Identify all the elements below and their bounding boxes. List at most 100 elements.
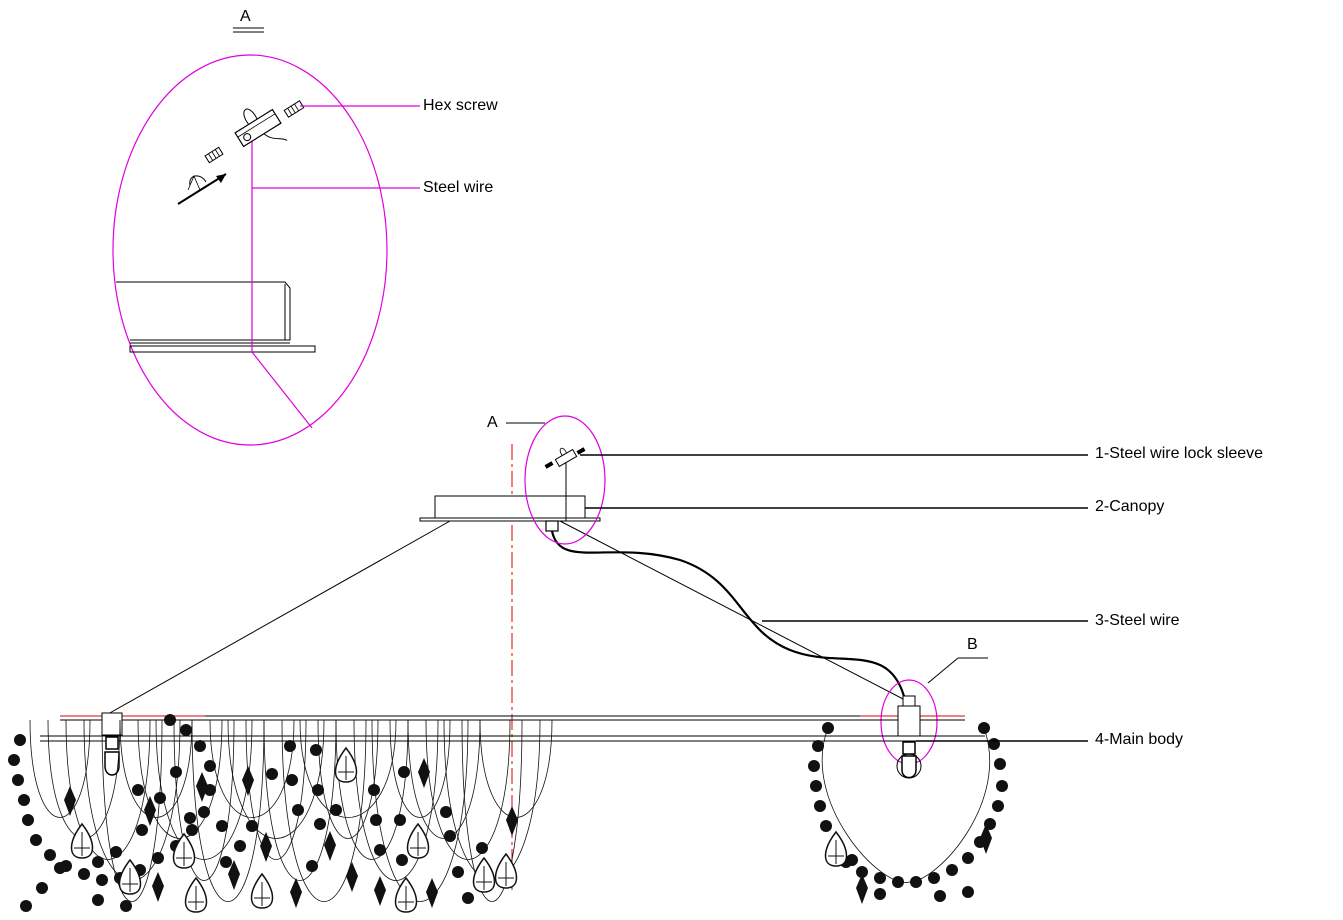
crystal-bead — [284, 740, 296, 752]
part-1-label: 1-Steel wire lock sleeve — [1095, 445, 1264, 462]
lamp-holder-right — [896, 695, 922, 779]
crystal-bead — [820, 820, 832, 832]
lock-sleeve-screw-1 — [576, 447, 586, 455]
crystal-prism — [346, 862, 358, 892]
canopy-connector — [545, 520, 559, 532]
part-4-label: 4-Main body — [1095, 731, 1184, 748]
crystal-strand — [29, 719, 91, 818]
detail-canopy-section — [116, 281, 291, 341]
crystal-prism — [228, 860, 240, 890]
steel-wire-right — [559, 520, 906, 701]
crystal-garland-right — [808, 722, 1008, 904]
crystal-strand — [191, 719, 265, 902]
crystal-bead — [180, 724, 192, 736]
crystal-bead — [92, 856, 104, 868]
crystal-strand — [101, 719, 163, 902]
crystal-prism — [196, 772, 208, 802]
crystal-bead — [216, 820, 228, 832]
crystal-bead — [266, 768, 278, 780]
callout-b-label: B — [967, 636, 978, 653]
crystal-bead — [234, 840, 246, 852]
power-cable — [550, 530, 907, 701]
crystal-bead — [36, 882, 48, 894]
crystal-bead — [14, 734, 26, 746]
callout-b-leader — [927, 657, 959, 684]
crystal-bead — [462, 892, 474, 904]
crystal-prism — [144, 796, 156, 826]
crystal-bead — [928, 872, 940, 884]
detail-hex-screw — [283, 100, 305, 118]
crystal-prism — [242, 766, 254, 796]
crystal-strand — [407, 719, 481, 839]
crystal-prism — [152, 872, 164, 902]
hex-screw-label: Hex screw — [423, 97, 498, 114]
callout-a-label: A — [487, 414, 498, 431]
crystal-prism — [426, 878, 438, 908]
crystal-bead — [186, 824, 198, 836]
detail-a-view — [112, 27, 420, 446]
crystal-bead — [194, 740, 206, 752]
detail-canopy-plate — [129, 345, 316, 353]
crystal-bead — [444, 830, 456, 842]
crystal-bead — [330, 804, 342, 816]
crystal-bead — [30, 834, 42, 846]
crystal-bead — [946, 864, 958, 876]
crystal-bead — [286, 774, 298, 786]
crystal-bead — [18, 794, 30, 806]
steel-wire-left — [107, 520, 451, 715]
crystal-bead — [396, 854, 408, 866]
crystal-bead — [170, 766, 182, 778]
crystal-bead — [164, 714, 176, 726]
canopy-body — [434, 495, 586, 519]
detail-a-outline — [112, 54, 388, 446]
crystal-bead — [814, 800, 826, 812]
crystal-bead — [374, 844, 386, 856]
crystal-prism — [290, 878, 302, 908]
crystal-bead — [204, 760, 216, 772]
crystal-bead — [310, 744, 322, 756]
crystal-strand — [389, 719, 451, 818]
crystal-strand — [263, 719, 337, 881]
crystal-bead — [988, 738, 1000, 750]
crystal-prism — [856, 874, 868, 904]
crystal-bead — [44, 849, 56, 861]
crystal-bead — [22, 814, 34, 826]
crystal-bead — [452, 866, 464, 878]
crystal-bead — [184, 812, 196, 824]
crystal-bead — [120, 900, 132, 912]
crystal-bead — [20, 900, 32, 912]
crystal-bead — [110, 846, 122, 858]
crystal-bead — [54, 862, 66, 874]
lock-sleeve-screw-2 — [544, 461, 554, 469]
crystal-bead — [874, 888, 886, 900]
crystal-bead — [314, 818, 326, 830]
crystal-bead — [394, 814, 406, 826]
crystal-bead — [368, 784, 380, 796]
crystal-prism — [260, 832, 272, 862]
crystal-bead — [78, 868, 90, 880]
crystal-bead — [370, 814, 382, 826]
part-3-label: 3-Steel wire — [1095, 612, 1180, 629]
crystal-strand — [335, 719, 409, 860]
crystal-bead — [132, 784, 144, 796]
crystal-bead — [292, 804, 304, 816]
crystal-bead — [910, 876, 922, 888]
part-2-label: 2-Canopy — [1095, 498, 1165, 515]
crystal-bead — [994, 758, 1006, 770]
crystal-bead — [154, 792, 166, 804]
crystal-strand — [821, 727, 991, 883]
crystal-strand — [425, 719, 511, 860]
crystal-bead — [12, 774, 24, 786]
crystal-bead — [962, 852, 974, 864]
lamp-holder-left — [101, 712, 123, 776]
callout-a-ellipse — [524, 415, 606, 545]
crystal-bead — [874, 872, 886, 884]
crystal-bead — [96, 874, 108, 886]
crystal-strand — [227, 719, 325, 839]
crystal-bead — [992, 800, 1004, 812]
crystal-bead — [934, 890, 946, 902]
detail-marker-label: A — [240, 8, 251, 25]
crystal-bead — [92, 894, 104, 906]
